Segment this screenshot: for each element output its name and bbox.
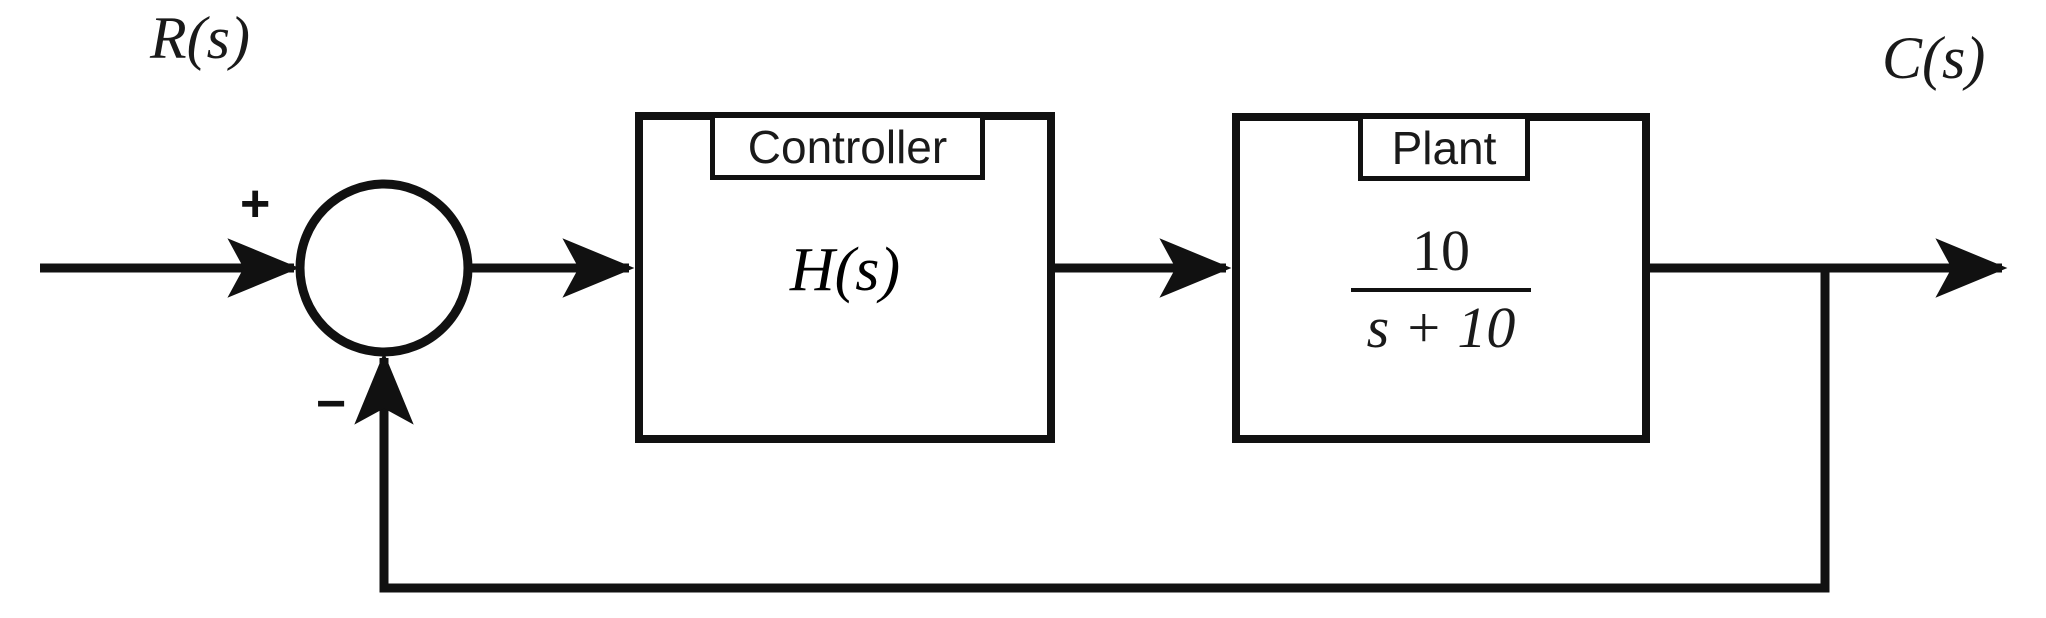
plant-fraction-numerator: 10 (1412, 217, 1470, 283)
controller-block-name-tag: Controller (710, 113, 985, 180)
wire-feedback-path (354, 268, 1830, 593)
plant-fraction-bar (1351, 287, 1531, 292)
plant-block-name-text: Plant (1391, 121, 1497, 174)
plant-fraction-denominator: s + 10 (1366, 294, 1516, 360)
plant-transfer-function-fraction: 10 s + 10 (1351, 219, 1531, 361)
input-signal-label: R(s) (150, 5, 250, 71)
summing-junction-minus-sign: − (316, 375, 347, 433)
summing-junction-circle (295, 179, 473, 357)
summing-junction-plus-sign: + (240, 175, 271, 233)
output-signal-label: C(s) (1882, 25, 1986, 91)
controller-block-expression: H(s) (635, 190, 1055, 350)
plant-block-expression: 10 s + 10 (1232, 182, 1650, 397)
controller-block-name-text: Controller (747, 120, 948, 173)
controller-transfer-function-text: H(s) (789, 235, 901, 304)
plant-block-name-tag: Plant (1358, 114, 1530, 181)
